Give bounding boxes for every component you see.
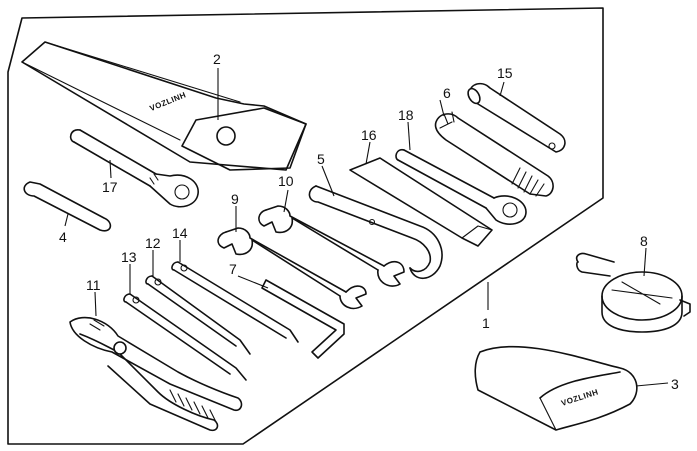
kit-boundary: [7, 7, 604, 445]
callout-labels: 1 2 3 4 5 6 7 8 9 10 11 12 13 14 15 16 1…: [59, 51, 679, 392]
screwdriver-12: [145, 275, 251, 355]
hex-key: [261, 279, 345, 359]
callout-13: 13: [121, 249, 137, 265]
callout-14: 14: [172, 225, 188, 241]
callout-5: 5: [317, 151, 325, 167]
callout-3: 3: [671, 376, 679, 392]
tool-bag-logo: VOZLINH: [148, 90, 187, 113]
leader-lines: [64, 68, 669, 387]
callout-9: 9: [231, 191, 239, 207]
callout-2: 2: [213, 51, 221, 67]
callout-18: 18: [398, 107, 414, 123]
flat-slip: [23, 181, 112, 232]
callout-1: 1: [482, 315, 490, 331]
callout-8: 8: [640, 233, 648, 249]
pouch-logo: VOZLINH: [560, 387, 600, 407]
screwdriver-14: [171, 261, 299, 343]
hook-spanner: [308, 185, 443, 280]
open-end-wrench-9: [217, 227, 367, 310]
pouch: VOZLINH: [474, 345, 638, 431]
plug-socket: [434, 111, 554, 197]
callout-16: 16: [361, 127, 377, 143]
pliers: [69, 316, 243, 432]
callout-17: 17: [102, 179, 118, 195]
box-wrench-long: [395, 148, 527, 225]
callout-10: 10: [278, 173, 294, 189]
extension-bar: [467, 82, 566, 153]
screwdriver-13: [123, 293, 247, 381]
callout-15: 15: [497, 65, 513, 81]
box-wrench: [69, 129, 199, 208]
callout-7: 7: [229, 261, 237, 277]
callout-11: 11: [86, 277, 101, 293]
open-end-wrench-10: [258, 205, 405, 287]
fitting-tool: [575, 252, 691, 333]
callout-12: 12: [145, 235, 161, 251]
callout-4: 4: [59, 229, 67, 245]
long-flat-sleeve: [349, 157, 493, 247]
callout-6: 6: [443, 85, 451, 101]
tool-bag: VOZLINH: [21, 41, 307, 171]
